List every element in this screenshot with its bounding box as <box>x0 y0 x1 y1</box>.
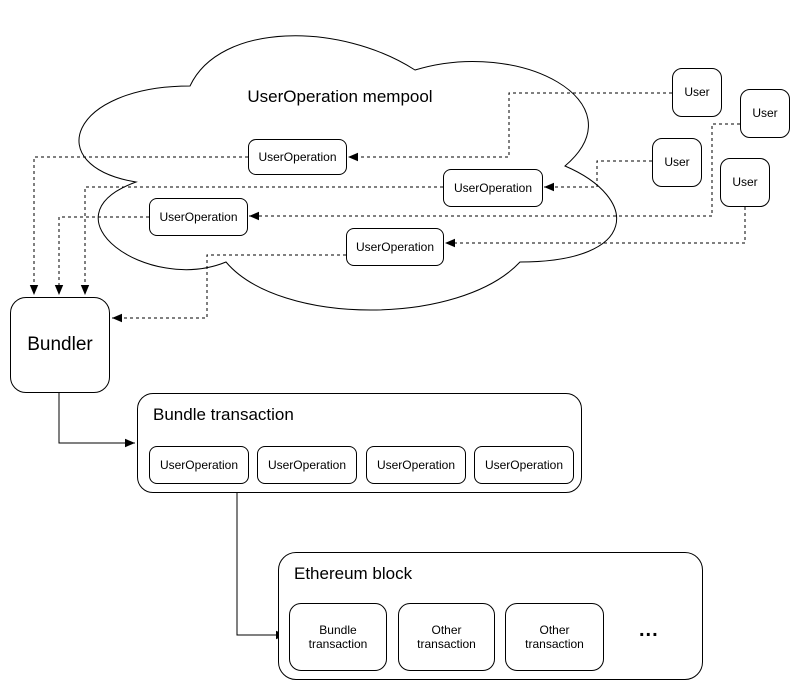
ethereum-block-container: Ethereum block Bundle transaction Other … <box>278 552 703 680</box>
bundle-userop-2: UserOperation <box>257 446 357 484</box>
edge-user1-to-userop1 <box>348 92 672 162</box>
user-node-2: User <box>740 89 790 138</box>
edge-user3-to-userop2 <box>544 160 652 192</box>
mempool-userop-2: UserOperation <box>443 169 543 207</box>
bundle-userop-3: UserOperation <box>366 446 466 484</box>
bundle-userop-4: UserOperation <box>474 446 574 484</box>
bundler-node: Bundler <box>10 297 110 393</box>
edge-user4-to-userop4 <box>445 207 746 248</box>
ethereum-bundle-transaction: Bundle transaction <box>289 603 387 671</box>
user-node-4: User <box>720 158 770 207</box>
edge-bundler-to-bundle-transaction <box>58 393 135 448</box>
edge-userop1-to-bundler <box>29 156 248 295</box>
edge-bundle-transaction-to-ethereum-block <box>236 493 286 640</box>
ethereum-other-transaction-2: Other transaction <box>505 603 604 671</box>
user-node-1: User <box>672 68 722 117</box>
ethereum-other-transaction-1: Other transaction <box>398 603 495 671</box>
ethereum-more-transactions-ellipsis: ... <box>639 619 659 641</box>
mempool-cloud <box>78 35 617 311</box>
edge-userop4-to-bundler <box>112 254 346 323</box>
edge-user2-to-userop3 <box>249 123 740 221</box>
ethereum-block-title: Ethereum block <box>294 564 413 583</box>
mempool-userop-4: UserOperation <box>346 228 444 266</box>
mempool-userop-3: UserOperation <box>149 198 248 236</box>
mempool-title: UserOperation mempool <box>247 87 433 106</box>
bundle-userop-1: UserOperation <box>149 446 249 484</box>
user-node-3: User <box>652 138 702 187</box>
bundle-transaction-title: Bundle transaction <box>153 405 294 424</box>
mempool-userop-1: UserOperation <box>248 139 347 175</box>
bundle-transaction-container: Bundle transaction UserOperation UserOpe… <box>137 393 582 493</box>
edge-userop3-to-bundler <box>54 216 149 295</box>
